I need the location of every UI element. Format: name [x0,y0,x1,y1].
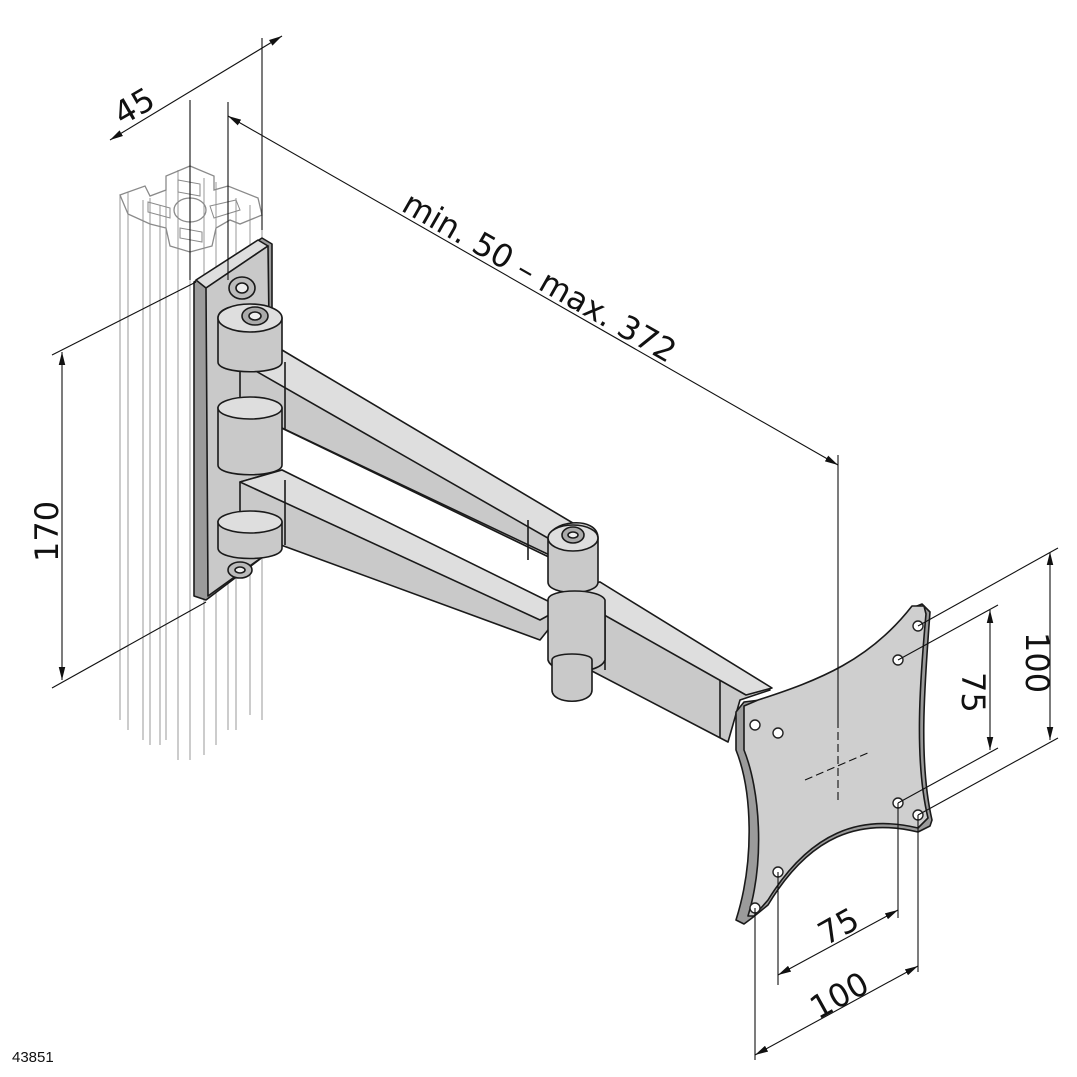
dim-vesa-inner-horizontal: 75 [811,900,865,953]
dim-vesa-outer-horizontal: 100 [803,964,875,1027]
articulated-arm [217,303,773,743]
vesa-plate [735,603,933,925]
dimension-lines [51,35,1059,1060]
dim-profile-width: 45 [107,80,161,133]
dim-vesa-inner-vertical: 75 [954,672,992,713]
dim-reach: min. 50 – max. 372 [396,184,683,370]
reference-number: 43851 [12,1049,54,1066]
dim-vesa-outer-vertical: 100 [1018,632,1056,693]
dim-mount-height: 170 [28,501,66,562]
